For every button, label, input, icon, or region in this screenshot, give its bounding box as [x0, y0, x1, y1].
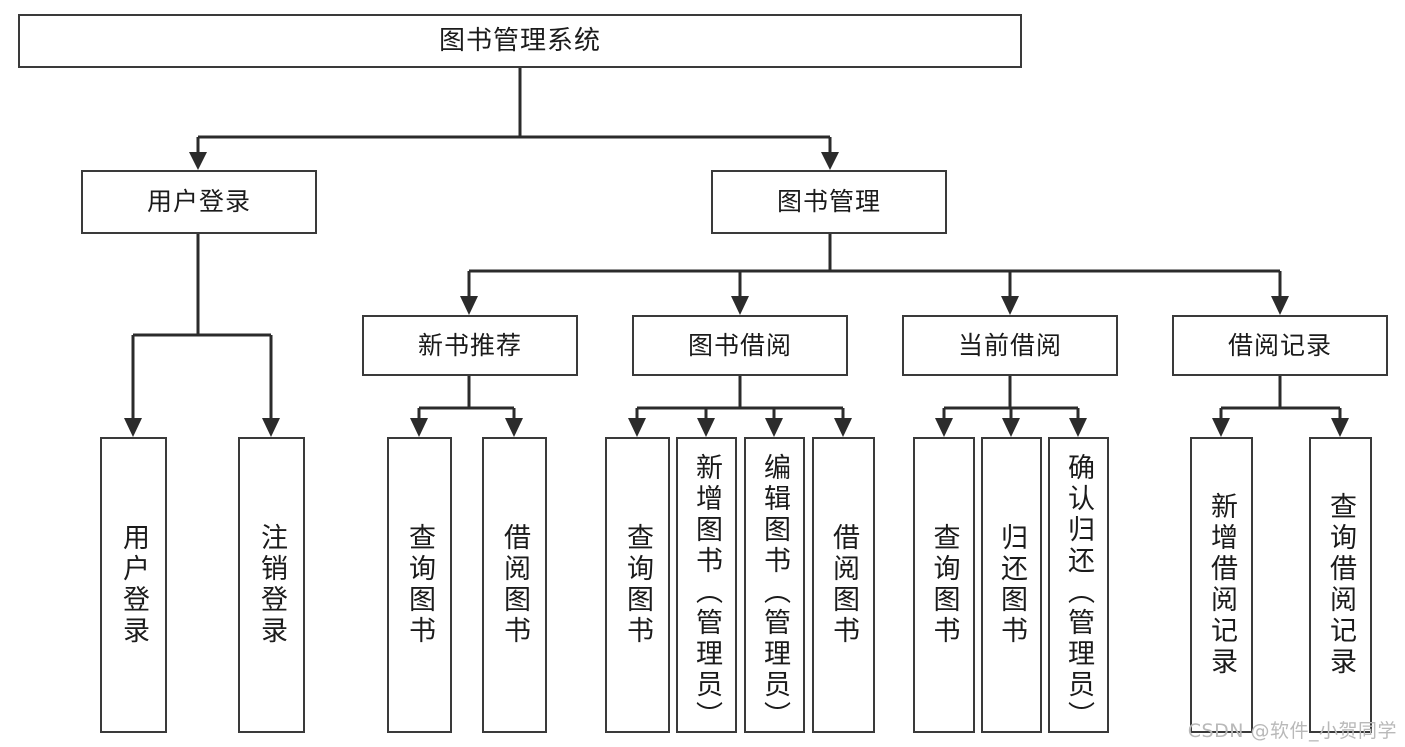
node-label: 借阅图书: [499, 523, 530, 647]
arrow-userlogin-leaf-1: [124, 418, 142, 437]
leaf-current-confirm-return[interactable]: 确认归还（管理员）: [1048, 437, 1109, 733]
node-label: 查询图书: [404, 523, 435, 647]
arrow-newbooks-leaf-1: [410, 418, 428, 437]
node-borrow-record[interactable]: 借阅记录: [1172, 315, 1388, 376]
node-new-book-recommend[interactable]: 新书推荐: [362, 315, 578, 376]
leaf-current-query-book[interactable]: 查询图书: [913, 437, 975, 733]
node-label: 借阅图书: [828, 523, 859, 647]
node-current-borrow[interactable]: 当前借阅: [902, 315, 1118, 376]
leaf-user-login-logout[interactable]: 注销登录: [238, 437, 305, 733]
node-label: 新增借阅记录: [1206, 492, 1237, 678]
node-label: 用户登录: [146, 187, 251, 217]
leaf-new-book-query[interactable]: 查询图书: [387, 437, 452, 733]
arrow-bookmgmt-to-record: [1271, 296, 1289, 315]
leaf-borrow-add-book[interactable]: 新增图书（管理员）: [676, 437, 737, 733]
arrow-borrow-leaf-3: [765, 418, 783, 437]
node-book-borrow[interactable]: 图书借阅: [632, 315, 848, 376]
node-label: 图书借阅: [687, 330, 792, 360]
leaf-borrow-borrow-book[interactable]: 借阅图书: [812, 437, 875, 733]
node-label: 用户登录: [118, 523, 149, 647]
arrow-current-leaf-2: [1002, 418, 1020, 437]
arrow-borrow-leaf-1: [628, 418, 646, 437]
arrow-root-to-bookmgmt: [821, 152, 839, 170]
node-label: 查询借阅记录: [1325, 492, 1356, 678]
arrow-current-leaf-1: [935, 418, 953, 437]
node-label: 新增图书（管理员）: [691, 453, 722, 732]
node-label: 当前借阅: [957, 330, 1062, 360]
leaf-record-add-record[interactable]: 新增借阅记录: [1190, 437, 1253, 733]
arrow-borrow-leaf-4: [834, 418, 852, 437]
arrow-borrow-leaf-2: [697, 418, 715, 437]
leaf-borrow-query-book[interactable]: 查询图书: [605, 437, 670, 733]
leaf-record-query-record[interactable]: 查询借阅记录: [1309, 437, 1372, 733]
node-label: 注销登录: [256, 523, 287, 647]
arrow-root-to-userlogin: [189, 152, 207, 170]
node-book-management[interactable]: 图书管理: [711, 170, 947, 234]
node-label: 图书管理: [776, 187, 881, 217]
node-label: 归还图书: [996, 523, 1027, 647]
leaf-user-login-login[interactable]: 用户登录: [100, 437, 167, 733]
node-label: 新书推荐: [417, 330, 522, 360]
node-label: 确认归还（管理员）: [1063, 453, 1094, 732]
arrow-bookmgmt-to-new-books: [460, 296, 478, 315]
arrow-newbooks-leaf-2: [505, 418, 523, 437]
node-root-system[interactable]: 图书管理系统: [18, 14, 1022, 68]
arrow-record-leaf-2: [1331, 418, 1349, 437]
arrow-userlogin-leaf-2: [262, 418, 280, 437]
node-label: 图书管理系统: [438, 25, 601, 56]
leaf-current-return-book[interactable]: 归还图书: [981, 437, 1042, 733]
arrow-current-leaf-3: [1069, 418, 1087, 437]
leaf-borrow-edit-book[interactable]: 编辑图书（管理员）: [744, 437, 805, 733]
csdn-watermark: CSDN @软件_小贺同学: [1187, 720, 1397, 742]
node-user-login[interactable]: 用户登录: [81, 170, 317, 234]
arrow-record-leaf-1: [1212, 418, 1230, 437]
arrow-bookmgmt-to-current: [1001, 296, 1019, 315]
node-label: 编辑图书（管理员）: [759, 453, 790, 732]
node-label: 查询图书: [622, 523, 653, 647]
leaf-new-book-borrow[interactable]: 借阅图书: [482, 437, 547, 733]
node-label: 查询图书: [928, 523, 960, 647]
arrow-bookmgmt-to-borrow: [731, 296, 749, 315]
node-label: 借阅记录: [1227, 330, 1332, 360]
